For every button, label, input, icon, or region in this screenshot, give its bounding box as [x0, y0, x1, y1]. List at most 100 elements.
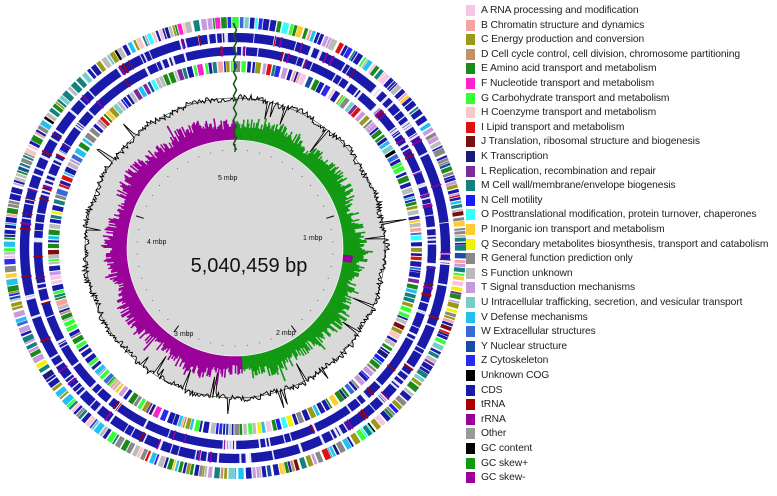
- gc-skew-bar: [192, 350, 202, 374]
- gc-skew-bar: [114, 277, 132, 285]
- legend-swatch: [466, 63, 475, 75]
- cog-feature-arc: [201, 465, 205, 477]
- gc-skew-bar: [155, 328, 165, 339]
- cog-feature-arc: [395, 171, 407, 179]
- cog-feature-arc: [60, 312, 73, 321]
- cog-feature-arc: [5, 222, 17, 226]
- cog-feature-arc: [454, 237, 466, 242]
- cds-gap: [115, 66, 124, 78]
- cog-feature-arc: [388, 82, 398, 92]
- gc-skew-bar: [192, 132, 199, 147]
- cds-gap: [418, 151, 430, 159]
- gc-skew-bar: [331, 295, 347, 304]
- gc-skew-bar: [169, 136, 182, 156]
- cog-feature-arc: [410, 235, 422, 241]
- cog-feature-arc: [416, 368, 429, 379]
- cog-feature-arc: [4, 265, 17, 273]
- gc-skew-bar: [283, 136, 292, 152]
- cds-gap: [281, 52, 286, 63]
- legend-label: rRNA: [481, 413, 506, 425]
- cog-feature-arc: [327, 38, 338, 51]
- cog-feature-arc: [437, 157, 449, 165]
- gc-skew-bar: [268, 130, 275, 146]
- cog-feature-arc: [393, 165, 405, 175]
- legend-item: Z Cytoskeleton: [466, 353, 548, 368]
- cog-feature-arc: [366, 363, 377, 373]
- gc-skew-bar: [156, 157, 165, 167]
- cog-feature-arc: [166, 411, 176, 425]
- cog-feature-arc: [182, 462, 188, 474]
- cog-feature-arc: [273, 65, 281, 78]
- cog-feature-arc: [247, 423, 253, 435]
- gc-skew-bar: [128, 299, 141, 308]
- cog-feature-arc: [26, 341, 38, 350]
- gc-skew-bar: [126, 195, 138, 203]
- gc-skew-bar: [271, 129, 280, 147]
- cog-feature-arc: [204, 63, 210, 75]
- cog-feature-arc: [38, 363, 51, 374]
- gc-skew-bar: [259, 352, 266, 373]
- gc-skew-bar: [165, 337, 177, 353]
- cds-gap: [62, 141, 72, 148]
- cog-feature-arc: [258, 18, 263, 30]
- gc-skew-bar: [187, 348, 198, 371]
- cds-gap: [24, 293, 36, 298]
- cog-feature-arc: [102, 428, 112, 440]
- rna-feature: [41, 187, 52, 192]
- cog-feature-arc: [348, 50, 356, 61]
- gc-skew-bar: [146, 160, 159, 173]
- gc-skew-bar: [119, 193, 138, 204]
- cog-feature-arc: [428, 350, 440, 359]
- gc-skew-bar: [121, 294, 139, 304]
- cog-feature-arc: [29, 140, 41, 149]
- rna-feature: [127, 60, 134, 71]
- cog-feature-arc: [301, 409, 311, 422]
- cog-feature-arc: [272, 463, 280, 476]
- cog-feature-arc: [369, 358, 381, 370]
- cog-feature-arc: [55, 101, 65, 110]
- cog-feature-arc: [107, 376, 116, 386]
- cog-feature-arc: [177, 23, 184, 36]
- rna-feature: [20, 222, 32, 226]
- gc-skew-bar: [144, 154, 161, 171]
- gc-skew-bar: [315, 319, 328, 331]
- gc-skew-bar: [118, 213, 132, 219]
- minor-tick: [292, 168, 294, 170]
- gc-skew-bar: [261, 126, 268, 144]
- legend-label: Unknown COG: [481, 370, 550, 381]
- cog-feature-arc: [193, 19, 201, 32]
- gc-skew-bar: [125, 307, 146, 323]
- cds-gap: [288, 432, 293, 442]
- gc-skew-bar: [128, 301, 143, 311]
- legend-item: T Signal transduction mechanisms: [466, 280, 635, 295]
- gc-skew-bar: [330, 297, 351, 309]
- cog-feature-arc: [378, 73, 390, 85]
- gc-skew-bar: [332, 196, 347, 204]
- gc-skew-bar: [251, 354, 257, 376]
- gc-skew-bar: [327, 302, 350, 318]
- cog-feature-arc: [52, 103, 64, 114]
- gc-skew-bar: [106, 231, 128, 236]
- cds-gap: [89, 381, 99, 391]
- cog-feature-arc: [365, 122, 375, 131]
- rna-feature: [376, 111, 385, 119]
- rna-feature: [112, 400, 120, 410]
- gc-skew-bar: [123, 174, 146, 190]
- gc-skew-bar: [116, 226, 129, 230]
- cog-feature-arc: [168, 26, 175, 38]
- cog-feature-arc: [126, 442, 136, 454]
- cds-gap: [41, 188, 52, 194]
- gc-skew-bar: [258, 129, 264, 143]
- rna-feature: [24, 197, 36, 201]
- gc-skew-bar: [117, 292, 138, 304]
- cds-gap: [224, 439, 228, 450]
- cog-feature-arc: [105, 110, 116, 121]
- cog-feature-arc: [347, 104, 358, 115]
- cog-feature-arc: [177, 461, 184, 473]
- gc-skew-bar: [318, 315, 338, 333]
- gc-skew-bar: [338, 275, 353, 281]
- gc-skew-bar: [116, 209, 133, 216]
- gc-skew-bar: [196, 350, 203, 366]
- cog-feature-arc: [358, 115, 370, 127]
- gc-skew-bar: [273, 123, 285, 148]
